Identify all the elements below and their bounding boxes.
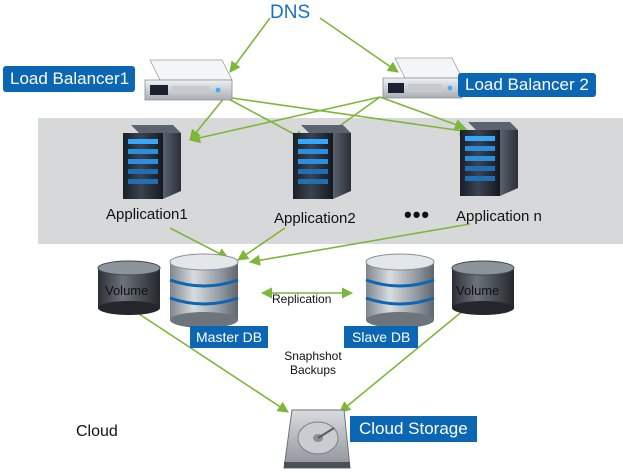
master-db-label: Master DB bbox=[190, 326, 269, 348]
master-volume-label: Volume bbox=[105, 283, 149, 298]
load-balancer-2-label: Load Balancer 2 bbox=[458, 73, 596, 97]
application-n-server-icon bbox=[460, 122, 518, 196]
slave-db-database-icon bbox=[365, 253, 435, 328]
application-n-label: Application n bbox=[456, 208, 542, 225]
dns-label: DNS bbox=[270, 2, 311, 23]
slave-db-label: Slave DB bbox=[344, 326, 419, 348]
load-balancer-1-server-icon bbox=[144, 59, 233, 101]
cloud-storage-label: Cloud Storage bbox=[350, 416, 477, 442]
cloud-storage-hard-drive-icon bbox=[283, 409, 351, 469]
application-2-label: Application2 bbox=[274, 210, 356, 227]
replication-label: Replication bbox=[272, 292, 332, 306]
load-balancer-1-label: Load Balancer1 bbox=[3, 66, 136, 92]
master-volume-icon bbox=[97, 260, 161, 315]
more-applications-ellipsis: ••• bbox=[404, 202, 431, 227]
application-1-label: Application1 bbox=[106, 206, 188, 223]
master-db-database-icon bbox=[169, 253, 239, 328]
slave-volume-icon bbox=[451, 260, 515, 315]
application-1-server-icon bbox=[123, 125, 181, 199]
application-2-server-icon bbox=[293, 125, 351, 199]
connector-lines bbox=[129, 17, 472, 413]
slave-volume-label: Volume bbox=[456, 283, 500, 298]
load-balancer-2-server-icon bbox=[382, 57, 463, 99]
cloud-label: Cloud bbox=[76, 423, 118, 440]
snapshot-backups-label: Snaphshot Backups bbox=[284, 349, 342, 377]
